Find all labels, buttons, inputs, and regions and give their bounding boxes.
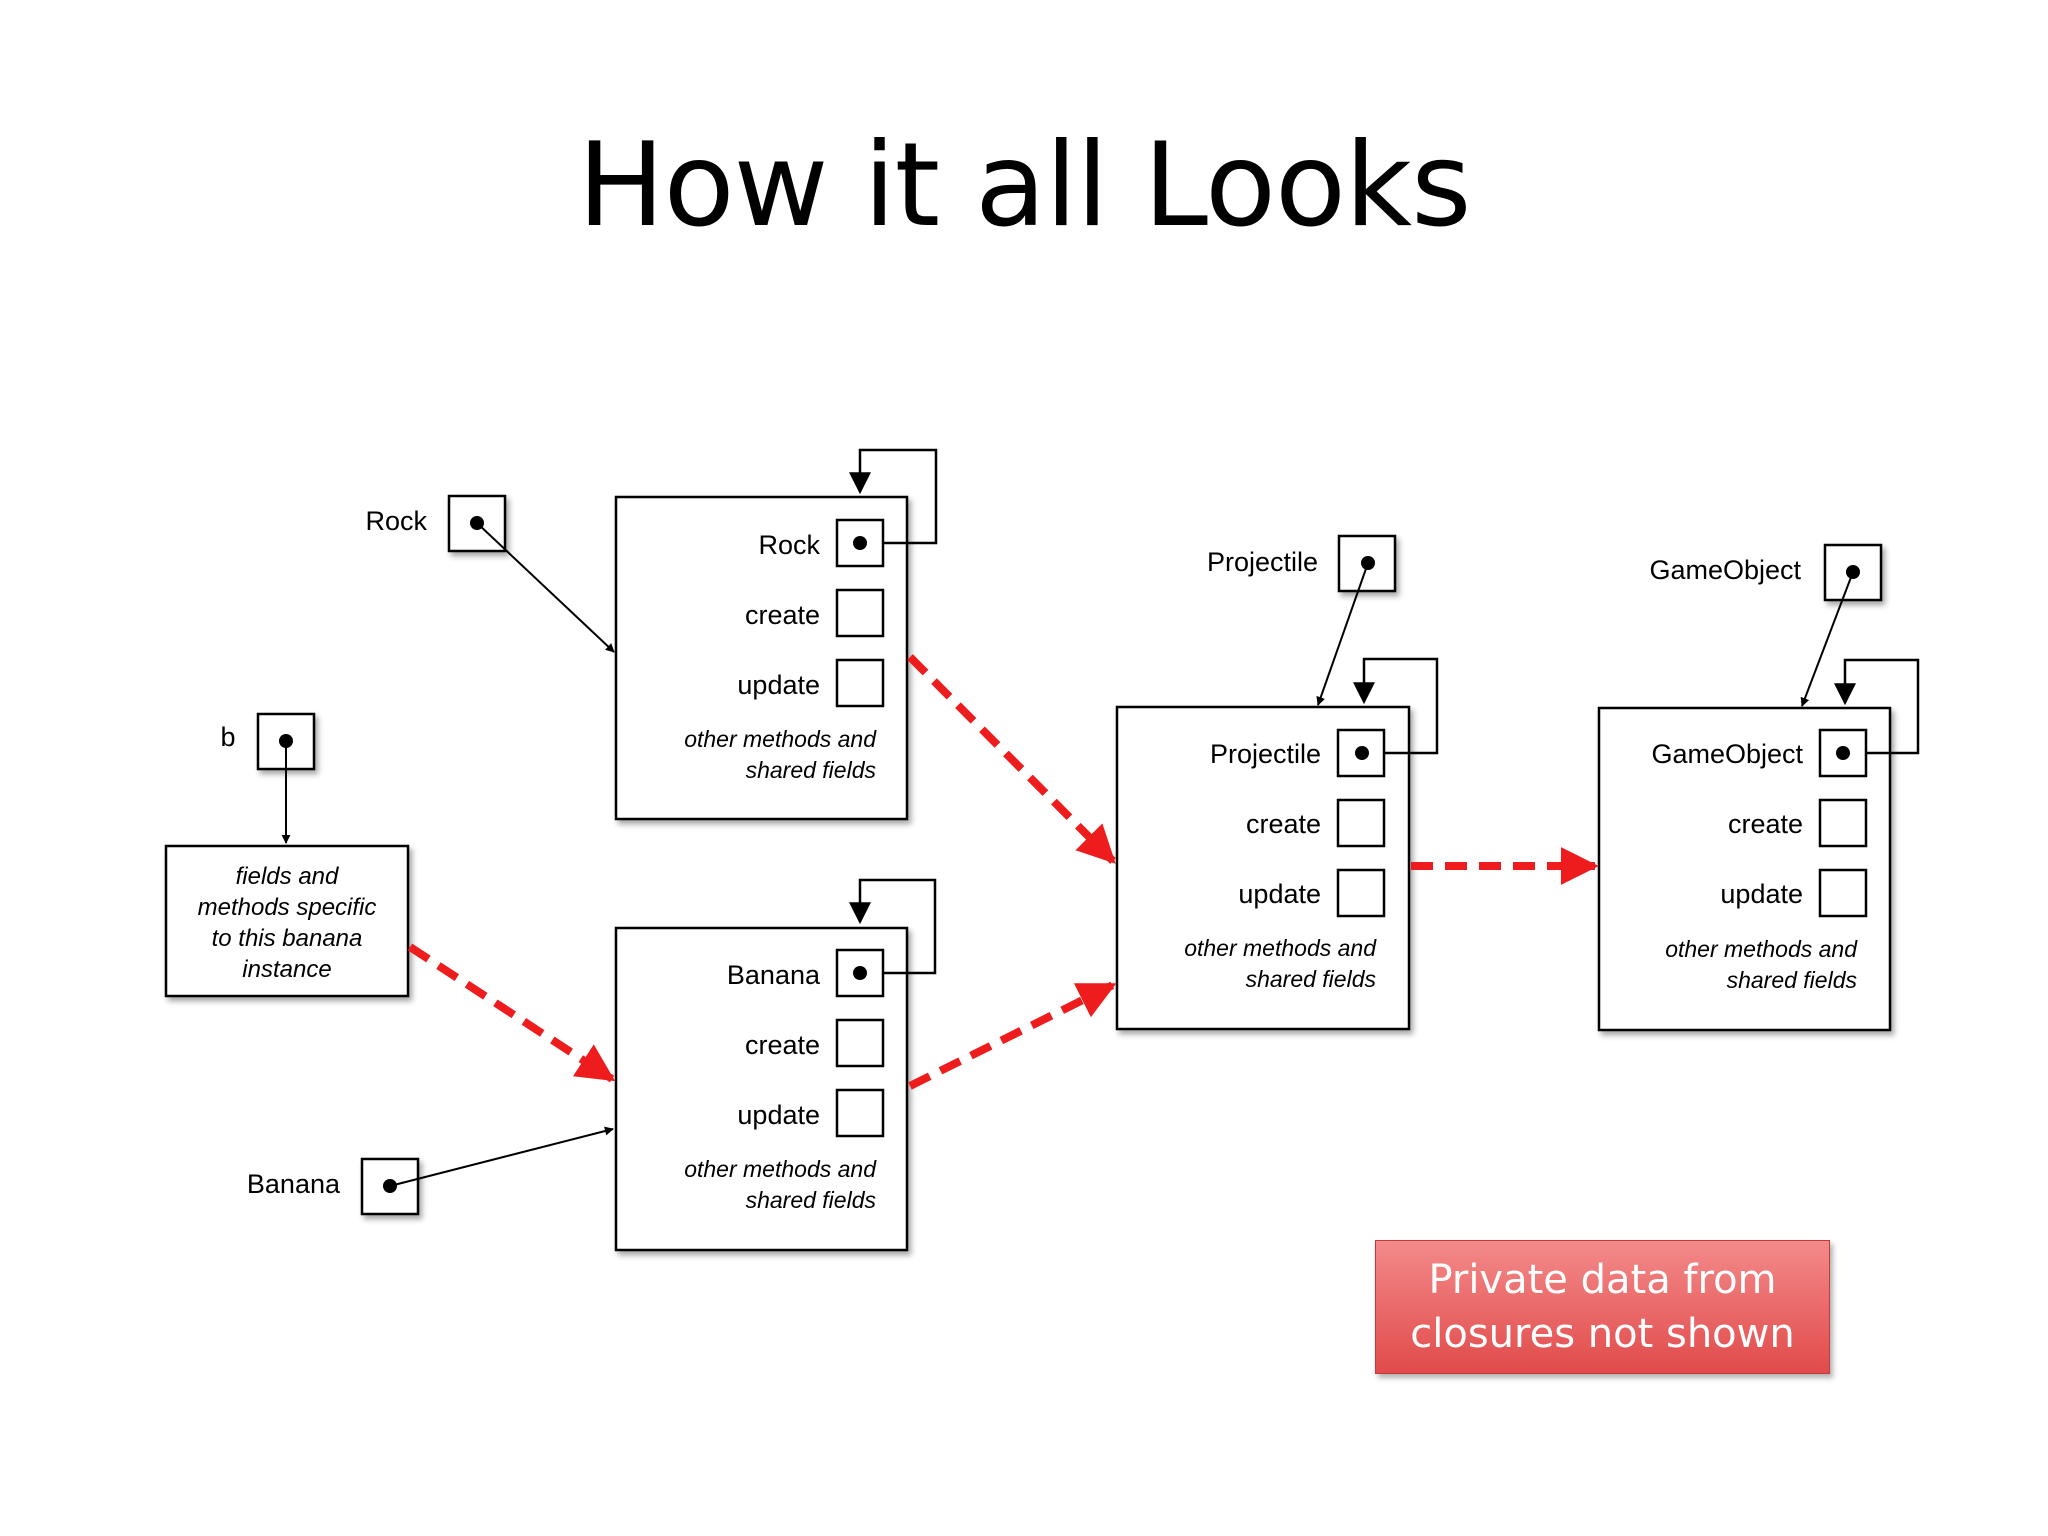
rock-reference-arrow	[476, 522, 615, 653]
rock-to-projectile-prototype-link	[907, 654, 1116, 864]
banana-to-projectile-prototype-link	[908, 981, 1117, 1090]
gameobject-other-line1: other methods and	[1665, 936, 1858, 962]
variable-rock-label: Rock	[365, 506, 427, 536]
projectile-create-label: create	[1246, 809, 1321, 839]
rock-prototype-object: Rock create update other methods and sha…	[614, 448, 938, 821]
variable-b: b	[220, 712, 316, 771]
projectile-object-name: Projectile	[1210, 739, 1321, 769]
private-data-note: Private data from closures not shown	[1375, 1240, 1830, 1374]
rock-create-label: create	[745, 600, 820, 630]
variable-gameobject: GameObject	[1649, 543, 1883, 602]
projectile-self-link	[1353, 657, 1439, 755]
rock-object-name: Rock	[758, 530, 820, 560]
rock-update-label: update	[737, 670, 820, 700]
private-data-note-text: Private data from closures not shown	[1410, 1257, 1795, 1357]
variable-banana: Banana	[247, 1157, 420, 1216]
gameobject-update-slot	[1818, 868, 1868, 918]
gameobject-self-link	[1834, 658, 1920, 755]
banana-prototype-object: Banana create update other methods and s…	[614, 878, 937, 1252]
gameobject-create-label: create	[1728, 809, 1803, 839]
banana-self-link	[849, 878, 937, 975]
rock-other-line1: other methods and	[684, 726, 877, 752]
variable-banana-label: Banana	[247, 1169, 341, 1199]
projectile-other-line1: other methods and	[1184, 935, 1377, 961]
gameobject-reference-arrow	[1800, 571, 1854, 707]
rock-self-link	[849, 448, 938, 545]
banana-create-label: create	[745, 1030, 820, 1060]
prototype-links	[407, 654, 1599, 1090]
projectile-create-slot	[1336, 798, 1386, 848]
banana-instance-box: fields and methods specific to this bana…	[164, 844, 410, 998]
variable-projectile-label: Projectile	[1207, 547, 1318, 577]
variable-projectile: Projectile	[1207, 534, 1397, 593]
projectile-other-line2: shared fields	[1246, 966, 1377, 992]
variable-gameobject-label: GameObject	[1649, 555, 1801, 585]
banana-update-label: update	[737, 1100, 820, 1130]
banana-reference-arrow	[389, 1126, 614, 1187]
gameobject-object-name: GameObject	[1651, 739, 1803, 769]
gameobject-update-label: update	[1720, 879, 1803, 909]
banana-other-line2: shared fields	[746, 1187, 877, 1213]
instance-line3: to this banana	[212, 925, 363, 952]
instance-line1: fields and	[236, 863, 339, 890]
rock-other-line2: shared fields	[746, 757, 877, 783]
projectile-prototype-object: Projectile create update other methods a…	[1115, 657, 1439, 1031]
banana-create-slot	[835, 1018, 885, 1068]
projectile-reference-arrow	[1316, 562, 1369, 706]
instance-to-banana-prototype-link	[407, 943, 616, 1083]
banana-other-line1: other methods and	[684, 1156, 877, 1182]
projectile-update-label: update	[1238, 879, 1321, 909]
rock-update-slot	[835, 658, 885, 708]
banana-object-name: Banana	[727, 960, 821, 990]
instance-line2: methods specific	[198, 894, 377, 921]
gameobject-other-line2: shared fields	[1727, 967, 1858, 993]
gameobject-prototype-object: GameObject create update other methods a…	[1597, 658, 1920, 1032]
variable-rock: Rock	[365, 494, 507, 553]
gameobject-create-slot	[1818, 798, 1868, 848]
rock-create-slot	[835, 588, 885, 638]
instance-line4: instance	[242, 956, 331, 983]
projectile-update-slot	[1336, 868, 1386, 918]
banana-update-slot	[835, 1088, 885, 1138]
slide-title: How it all Looks	[577, 118, 1471, 253]
variable-b-label: b	[220, 722, 235, 752]
